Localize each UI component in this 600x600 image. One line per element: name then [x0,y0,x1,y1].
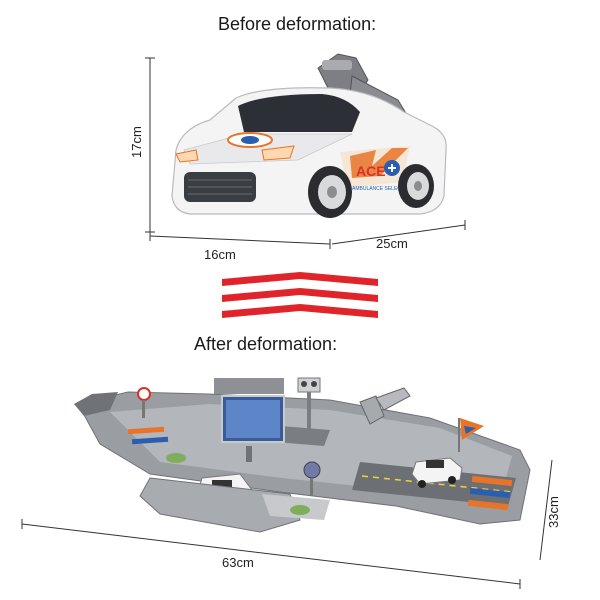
car-width-label: 16cm [204,247,236,262]
decal-text: ACE [356,163,386,179]
car-dimension-lines [145,57,466,249]
car-length-label: 25cm [376,236,408,251]
front-wheel [308,166,352,218]
sign-post [137,387,321,496]
police-car [411,457,463,488]
crane-arm [359,387,411,425]
billboard [214,378,285,462]
playset-dimension-lines [21,459,553,589]
playset-length-label: 63cm [222,555,254,570]
after-title: After deformation: [194,334,338,354]
side-decal: ACE AMBULANCE SELECT [340,146,410,192]
rear-wheel [398,164,434,208]
playset [74,377,531,533]
before-title: Before deformation: [218,14,377,34]
triple-chevron-down-icon [222,272,378,318]
flag [458,418,484,452]
decal-subtext: AMBULANCE SELECT [352,186,404,192]
transforming-car: ACE AMBULANCE SELECT [171,53,447,218]
light-tower [297,377,321,440]
